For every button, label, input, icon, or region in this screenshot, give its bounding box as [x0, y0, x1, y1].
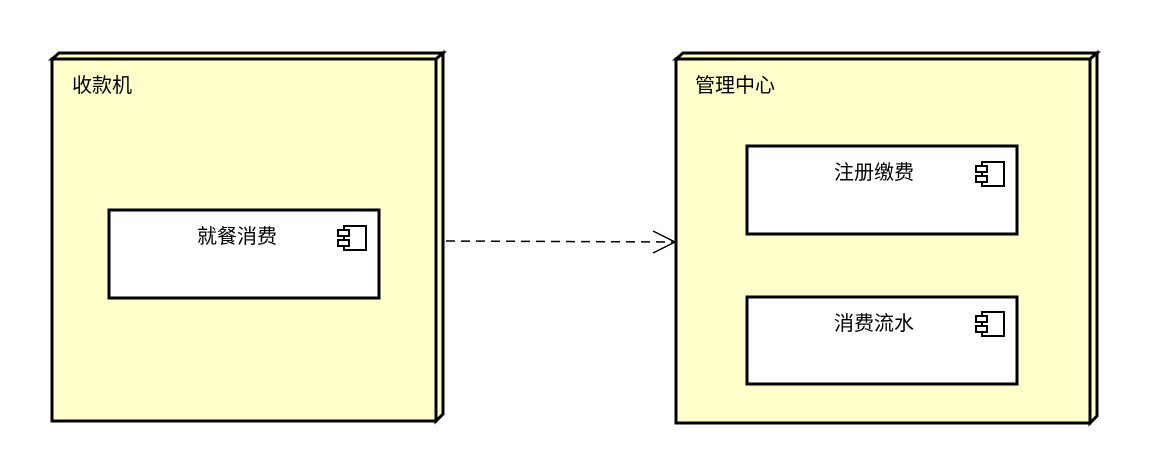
component-icon	[975, 311, 1005, 337]
component-icon	[975, 161, 1005, 187]
component-box	[745, 295, 1019, 386]
node-cashier[interactable]: 收款机 就餐消费	[47, 49, 448, 425]
node-management-label: 管理中心	[695, 73, 775, 97]
dependency-line	[445, 240, 675, 243]
component-dining-consumption[interactable]: 就餐消费	[107, 208, 381, 300]
component-label: 就餐消费	[197, 224, 277, 248]
component-label: 消费流水	[834, 311, 914, 335]
node-cashier-label: 收款机	[72, 73, 132, 97]
dependency-arrow[interactable]	[445, 230, 677, 254]
arrowhead-icon	[652, 230, 677, 254]
component-icon	[337, 225, 367, 251]
component-box	[107, 208, 381, 300]
component-box	[745, 144, 1019, 236]
component-registration-payment[interactable]: 注册缴费	[745, 144, 1019, 236]
component-consumption-records[interactable]: 消费流水	[745, 295, 1019, 386]
node-management-center[interactable]: 管理中心 注册缴费 消费流水	[671, 49, 1102, 427]
component-label: 注册缴费	[834, 160, 914, 184]
